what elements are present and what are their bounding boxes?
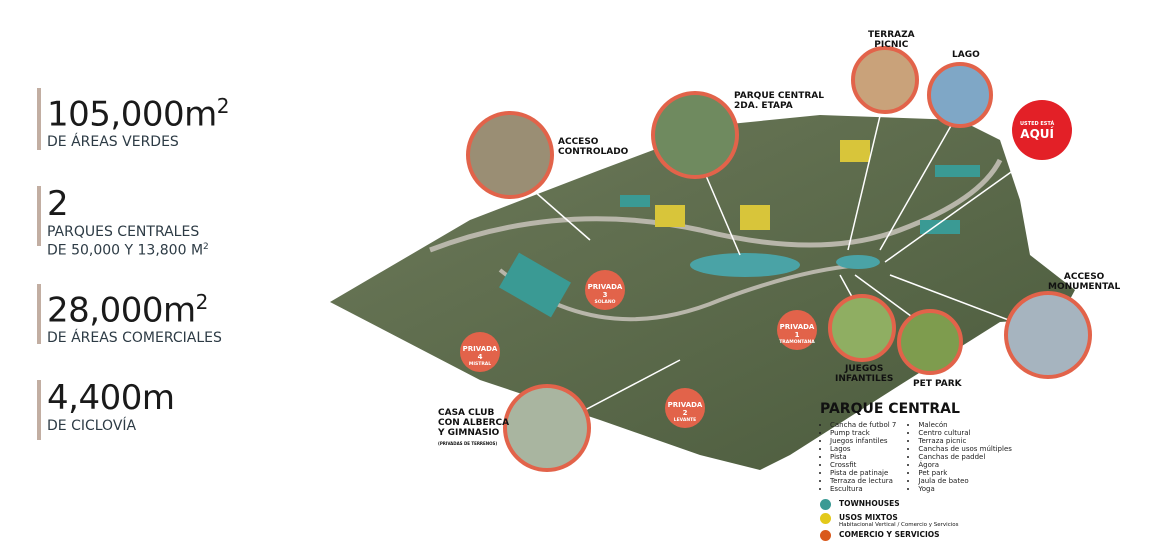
privada-bubbles xyxy=(460,270,817,428)
lago-label: LAGO xyxy=(952,50,980,60)
legend-commerce: COMERCIO Y SERVICIOS xyxy=(820,530,940,541)
amenity-item: Centro cultural xyxy=(918,429,1012,437)
amenity-item: Cancha de futbol 7 xyxy=(830,421,896,429)
stat-sup: 2 xyxy=(216,94,230,118)
amenity-item: Jaula de bateo xyxy=(918,477,1012,485)
juegos-infantiles-photo[interactable] xyxy=(828,294,896,362)
lake xyxy=(690,253,800,277)
townhouses-dot xyxy=(820,499,831,510)
amenity-item: Pista de patinaje xyxy=(830,469,896,477)
pet-park-label: PET PARK xyxy=(913,379,962,389)
main-road xyxy=(429,158,1003,253)
stat-label: DE CICLOVÍA xyxy=(47,418,137,434)
aqui-marker[interactable] xyxy=(1012,100,1072,160)
stat-value: 105,000m xyxy=(47,94,217,135)
parque-central-title: PARQUE CENTRAL xyxy=(820,401,960,417)
amenity-item: Ágora xyxy=(918,461,1012,469)
amenity-item: Pet park xyxy=(918,469,1012,477)
lake-small xyxy=(836,255,880,269)
stat-value: 2 xyxy=(47,184,69,224)
legend-townhouses: TOWNHOUSES xyxy=(820,499,900,510)
terraza-picnic-photo[interactable] xyxy=(851,46,919,114)
amenities-col-1: Cancha de futbol 7Pump trackJuegos infan… xyxy=(820,421,896,493)
stat-sup: 2 xyxy=(203,242,209,252)
stat-label: DE 50,000 Y 13,800 M xyxy=(47,242,204,259)
map-terrain xyxy=(330,115,1075,470)
stat-sup: 2 xyxy=(195,290,209,314)
stat-value: 4,400m xyxy=(47,378,175,418)
townhouses xyxy=(499,165,980,318)
amenity-item: Terraza de lectura xyxy=(830,477,896,485)
stat-green-areas: 105,000m2 DE ÁREAS VERDES xyxy=(37,88,229,150)
stat-label: DE ÁREAS VERDES xyxy=(47,134,179,151)
amenity-item: Pump track xyxy=(830,429,896,437)
amenity-item: Terraza picnic xyxy=(918,437,1012,445)
stat-value: 28,000m xyxy=(47,290,196,331)
amenity-item: Escultura xyxy=(830,485,896,493)
mixed-use-buildings xyxy=(655,140,870,230)
amenity-item: Crossfit xyxy=(830,461,896,469)
parque-central-photo[interactable] xyxy=(651,91,739,179)
amenity-item: Yoga xyxy=(918,485,1012,493)
commerce-dot xyxy=(820,530,831,541)
casa-club-photo[interactable] xyxy=(503,384,591,472)
photo-callouts xyxy=(466,46,1092,472)
amenity-item: Malecón xyxy=(918,421,1012,429)
mixed-use-dot xyxy=(820,513,831,524)
amenity-item: Pista xyxy=(830,453,896,461)
parque-central-panel: PARQUE CENTRAL Cancha de futbol 7Pump tr… xyxy=(820,401,1012,493)
acceso-monumental-photo[interactable] xyxy=(1004,291,1092,379)
stat-bikeway: 4,400m DE CICLOVÍA xyxy=(37,378,175,440)
amenity-item: Lagos xyxy=(830,445,896,453)
lago-photo[interactable] xyxy=(927,62,993,128)
pet-park-photo[interactable] xyxy=(897,309,963,375)
stat-commercial: 28,000m2 DE ÁREAS COMERCIALES xyxy=(37,284,222,347)
amenity-item: Canchas de usos múltiples xyxy=(918,445,1012,453)
stat-label: DE ÁREAS COMERCIALES xyxy=(47,330,222,347)
amenities-col-2: MalecónCentro culturalTerraza picnicCanc… xyxy=(908,421,1012,493)
stat-label: PARQUES CENTRALES xyxy=(47,224,200,240)
acceso-controlado-photo[interactable] xyxy=(466,111,554,199)
amenity-item: Canchas de paddel xyxy=(918,453,1012,461)
amenity-item: Juegos infantiles xyxy=(830,437,896,445)
